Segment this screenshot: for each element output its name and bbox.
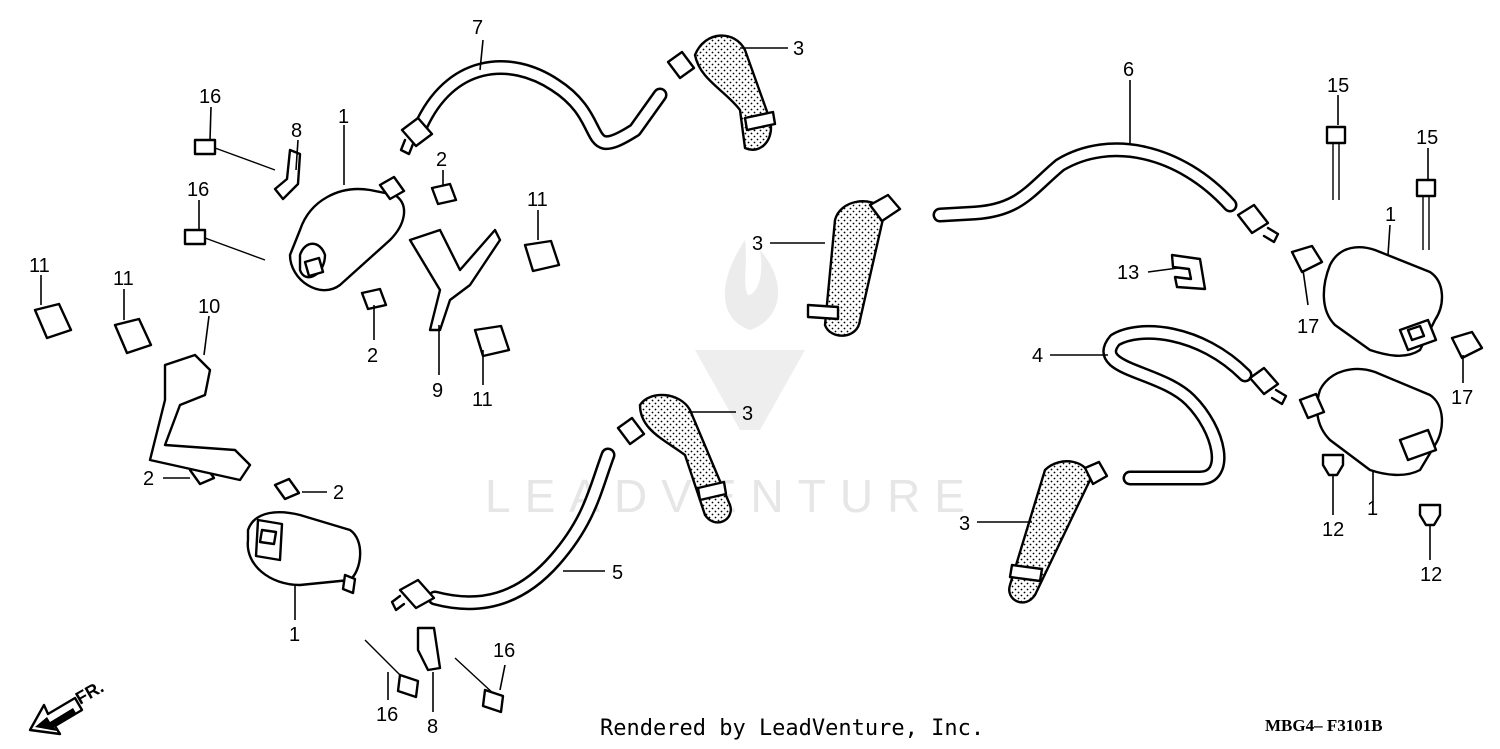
bolt-15-parts — [1325, 125, 1437, 250]
callout-17: 17 — [1451, 387, 1473, 409]
bolt-parts — [183, 138, 505, 714]
callout-9: 9 — [432, 380, 443, 402]
spark-plug-cap-center — [806, 193, 902, 337]
callout-2: 2 — [436, 149, 447, 171]
spark-plug-wire-6 — [932, 142, 1280, 244]
callout-11: 11 — [113, 268, 134, 290]
callout-12: 12 — [1420, 564, 1442, 586]
callout-numbers: 7 3 16 8 1 2 16 11 11 11 10 2 9 11 3 6 1… — [29, 17, 1473, 738]
callout-11: 11 — [527, 189, 548, 211]
callout-13: 13 — [1117, 262, 1139, 284]
callout-2: 2 — [333, 482, 344, 504]
callout-3: 3 — [959, 513, 970, 535]
callout-1: 1 — [338, 106, 349, 128]
spark-plug-cap-lower-right — [1008, 460, 1109, 604]
callout-3: 3 — [793, 38, 804, 60]
callout-11: 11 — [29, 255, 50, 277]
watermark: LEADVENTURE — [485, 240, 979, 522]
callout-1: 1 — [1385, 204, 1396, 226]
callout-1: 1 — [1367, 498, 1378, 520]
callout-7: 7 — [472, 17, 483, 39]
callout-17: 17 — [1297, 316, 1319, 338]
spark-plug-wire-7 — [399, 60, 668, 156]
callout-16: 16 — [493, 640, 515, 662]
callout-11: 11 — [472, 389, 493, 411]
bolt-12-parts — [1321, 453, 1442, 527]
ignition-coil-lower-right — [1298, 367, 1444, 477]
callout-15: 15 — [1416, 127, 1438, 149]
callout-10: 10 — [198, 296, 220, 318]
watermark-text: LEADVENTURE — [485, 470, 979, 522]
spark-plug-wire-5 — [390, 447, 616, 612]
rendered-by-footer: Rendered by LeadVenture, Inc. — [600, 716, 985, 741]
callout-15: 15 — [1327, 75, 1349, 97]
callout-16: 16 — [187, 179, 209, 201]
nut-17-parts — [1290, 244, 1484, 360]
callout-16: 16 — [376, 704, 398, 726]
callout-3: 3 — [752, 233, 763, 255]
ignition-coil-lower-left — [246, 511, 362, 595]
callout-8: 8 — [427, 716, 438, 738]
callout-leaders — [40, 39, 1464, 712]
callout-2: 2 — [367, 345, 378, 367]
ignition-coil-upper-right — [1322, 246, 1444, 357]
front-direction-arrow-icon: FR. — [28, 677, 107, 736]
callout-2: 2 — [143, 468, 154, 490]
bracket-10 — [148, 353, 252, 482]
callout-3: 3 — [742, 403, 753, 425]
callout-5: 5 — [612, 562, 623, 584]
spark-plug-wire-4 — [1102, 324, 1288, 486]
callout-4: 4 — [1032, 345, 1043, 367]
callout-1: 1 — [289, 624, 300, 646]
callout-12: 12 — [1322, 519, 1344, 541]
clip-13 — [1170, 253, 1207, 291]
callout-6: 6 — [1123, 59, 1134, 81]
callout-16: 16 — [199, 86, 221, 108]
spark-plug-cap-lower-left — [616, 393, 732, 524]
callout-8: 8 — [291, 120, 302, 142]
spark-plug-cap-top — [666, 34, 777, 151]
clamp-parts — [273, 148, 442, 672]
ignition-coil-upper-left — [288, 175, 406, 292]
grommet-parts — [33, 239, 561, 358]
diagram-code: MBG4– F3101B — [1265, 716, 1383, 735]
bracket-9 — [408, 228, 502, 332]
